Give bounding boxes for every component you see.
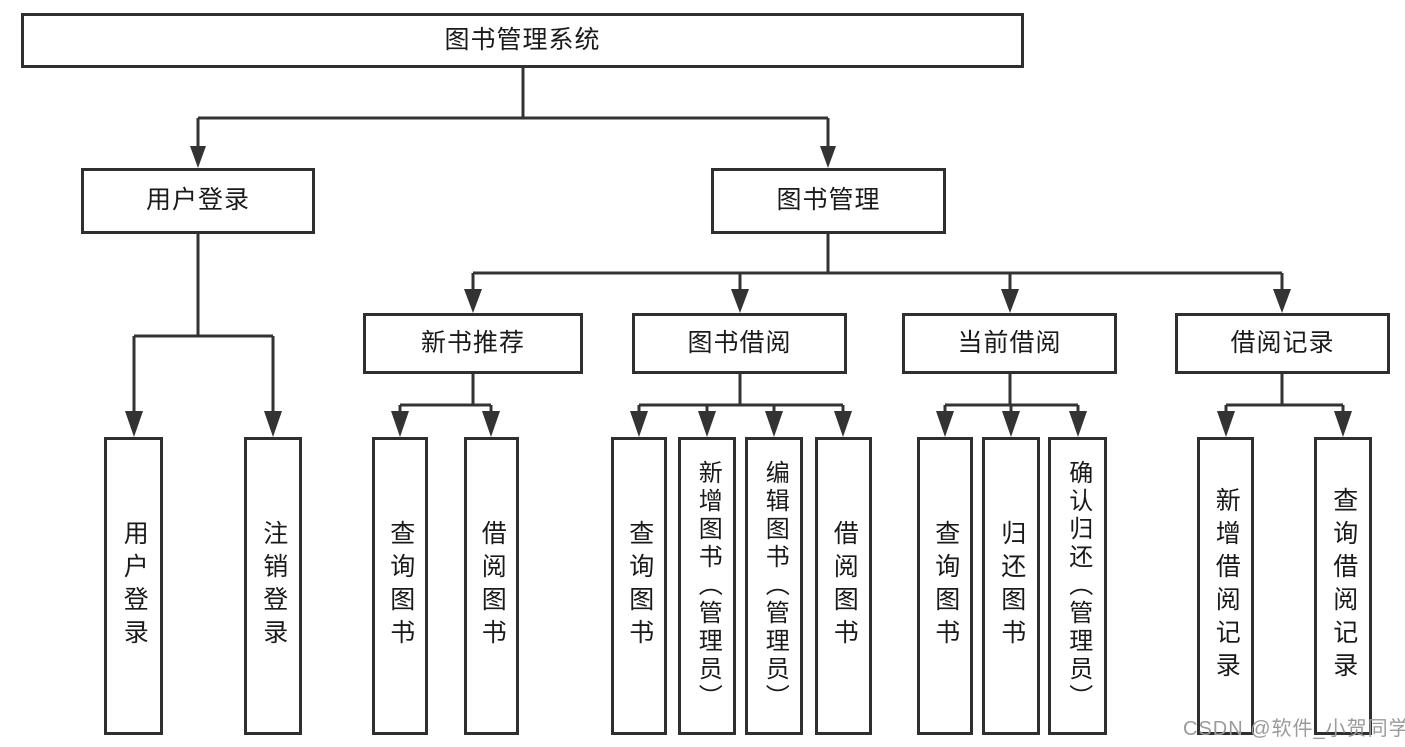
leaf-user-login: 用户登录: [104, 437, 163, 735]
node-new-book-recommend: 新书推荐: [363, 313, 583, 374]
leaf-borrow-book-newbook-label: 借阅图书: [478, 520, 507, 652]
leaf-confirm-return-admin-label: 确认归还（管理员）: [1064, 460, 1092, 712]
leaf-edit-book-admin-label: 编辑图书（管理员）: [761, 460, 789, 712]
leaf-logout-label: 注销登录: [259, 520, 288, 652]
leaf-borrow-book: 借阅图书: [815, 437, 872, 735]
node-book-borrow: 图书借阅: [632, 313, 847, 374]
leaf-query-book-newbook: 查询图书: [372, 437, 428, 735]
node-borrow-record: 借阅记录: [1175, 313, 1390, 374]
leaf-query-book-current-label: 查询图书: [931, 520, 960, 652]
leaf-add-book-admin: 新增图书（管理员）: [678, 437, 736, 735]
leaf-add-borrow-record: 新增借阅记录: [1197, 437, 1254, 735]
leaf-user-login-label: 用户登录: [120, 520, 149, 652]
leaf-query-book-borrow-label: 查询图书: [625, 520, 654, 652]
node-user-login: 用户登录: [81, 168, 315, 234]
leaf-return-book-label: 归还图书: [997, 520, 1026, 652]
connector-new-book-branch: [391, 374, 500, 437]
leaf-borrow-book-label: 借阅图书: [830, 520, 859, 652]
leaf-add-borrow-record-label: 新增借阅记录: [1212, 487, 1241, 685]
connector-book-borrow-branch: [630, 374, 852, 437]
node-library-management-system: 图书管理系统: [21, 13, 1024, 68]
leaf-confirm-return-admin: 确认归还（管理员）: [1048, 437, 1107, 735]
connector-book-management-branch: [464, 234, 1291, 313]
connector-user-login-branch: [125, 234, 282, 437]
connector-borrow-record-branch: [1217, 374, 1352, 437]
leaf-query-borrow-record-label: 查询借阅记录: [1329, 487, 1358, 685]
connector-current-borrow-branch: [936, 374, 1087, 437]
leaf-query-book-current: 查询图书: [917, 437, 973, 735]
node-book-management: 图书管理: [711, 168, 946, 234]
leaf-query-book-newbook-label: 查询图书: [386, 520, 415, 652]
leaf-edit-book-admin: 编辑图书（管理员）: [745, 437, 803, 735]
leaf-borrow-book-newbook: 借阅图书: [464, 437, 519, 735]
node-current-borrow: 当前借阅: [902, 313, 1117, 374]
leaf-return-book: 归还图书: [982, 437, 1040, 735]
leaf-query-borrow-record: 查询借阅记录: [1314, 437, 1372, 735]
leaf-query-book-borrow: 查询图书: [611, 437, 667, 735]
connector-root-to-level2: [190, 68, 836, 168]
leaf-add-book-admin-label: 新增图书（管理员）: [694, 460, 722, 712]
leaf-logout: 注销登录: [244, 437, 302, 735]
csdn-watermark: CSDN @软件_小贺同学: [1183, 718, 1405, 740]
